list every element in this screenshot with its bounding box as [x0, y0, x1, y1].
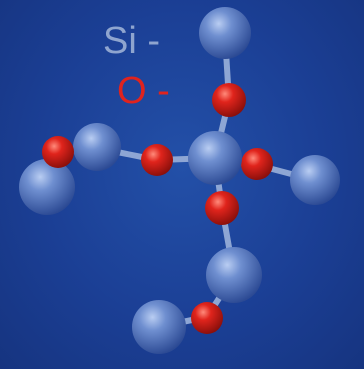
oxygen-atom	[191, 302, 223, 334]
silicon-atom	[132, 300, 186, 354]
silicon-atom	[19, 159, 75, 215]
legend-oxygen-label: O -	[117, 70, 170, 112]
bonds	[44, 33, 317, 330]
silicon-atom	[290, 155, 340, 205]
silicon-atom	[206, 247, 262, 303]
oxygen-atom	[141, 144, 173, 176]
central-silicon-atom	[188, 131, 242, 185]
silicon-atom	[73, 123, 121, 171]
silicon-atom	[199, 7, 251, 59]
legend-silicon-label: Si -	[103, 20, 160, 62]
oxygen-atom	[42, 136, 74, 168]
oxygen-atom	[212, 83, 246, 117]
oxygen-atom	[241, 148, 273, 180]
oxygen-atom	[205, 191, 239, 225]
